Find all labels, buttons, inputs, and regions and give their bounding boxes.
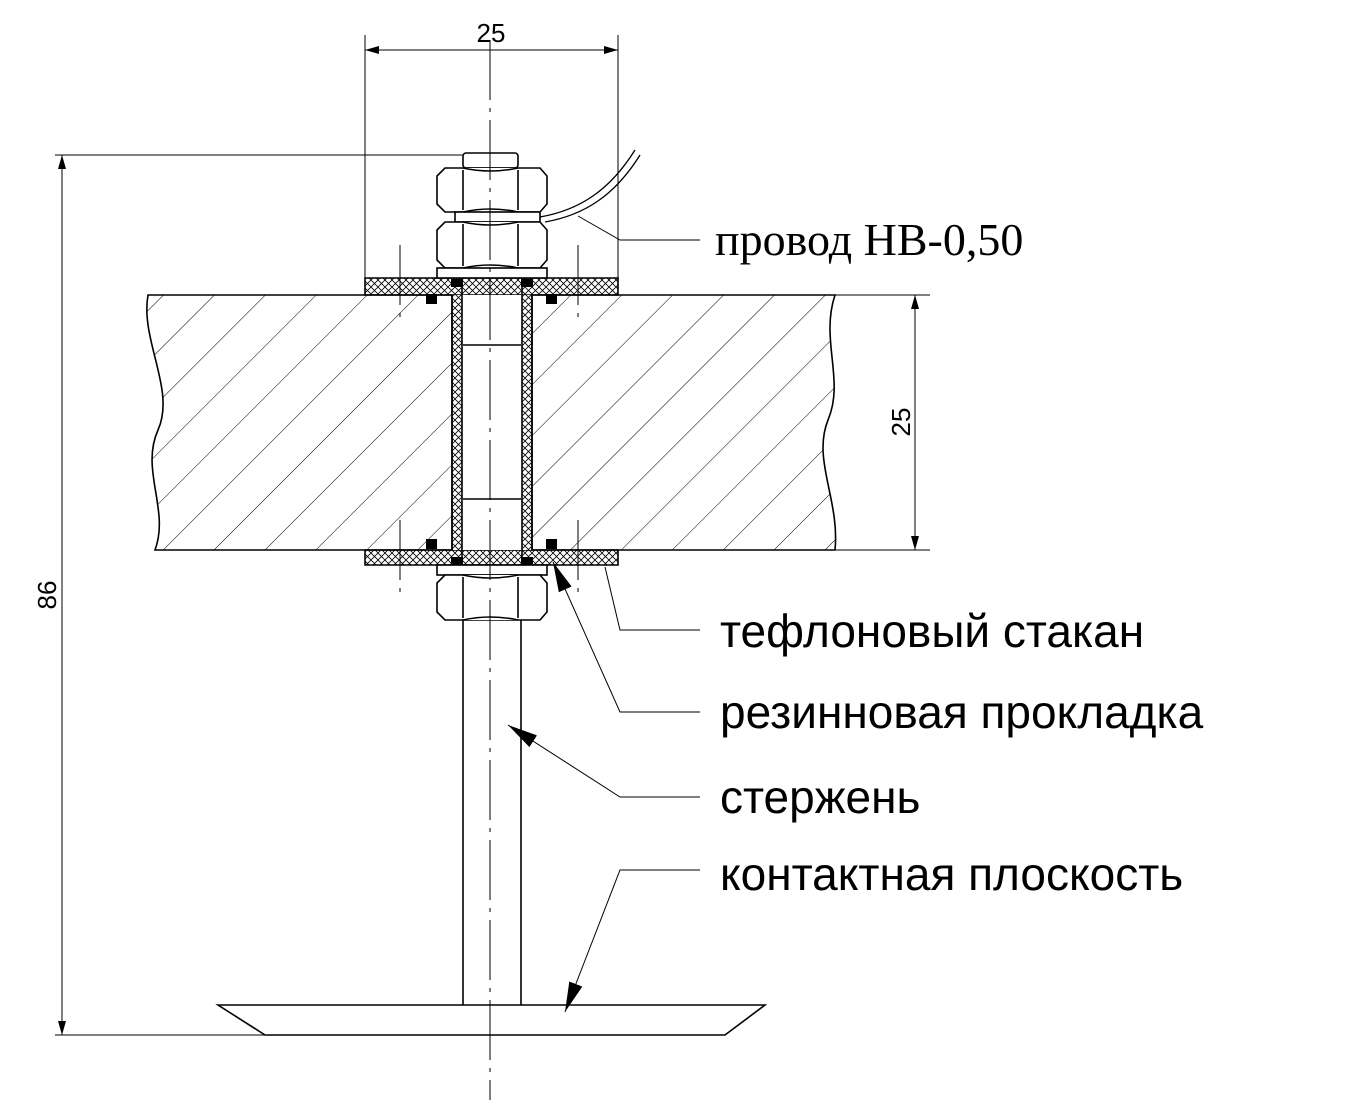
teflon-sleeve bbox=[364, 277, 619, 566]
lower-nut bbox=[436, 574, 548, 621]
rod bbox=[462, 620, 522, 1005]
dim-total-height: 86 bbox=[32, 581, 62, 610]
rubber-gaskets bbox=[426, 279, 557, 565]
centerlines bbox=[399, 40, 579, 1100]
dim-top-width: 25 bbox=[477, 18, 506, 48]
label-rubber-gasket: резинновая прокладка bbox=[720, 686, 1204, 738]
dim-plate-thickness: 25 bbox=[886, 408, 916, 437]
dimensions bbox=[55, 35, 930, 1036]
nut-spacer bbox=[454, 211, 541, 223]
wire bbox=[539, 149, 641, 223]
lower-washer bbox=[436, 564, 548, 576]
label-wire: провод НВ-0,50 bbox=[715, 214, 1023, 265]
upper-washer bbox=[436, 267, 548, 279]
label-contact-plane: контактная плоскость bbox=[720, 848, 1183, 900]
label-teflon-sleeve: тефлоновый стакан bbox=[720, 605, 1144, 657]
leaders bbox=[507, 215, 700, 1013]
lock-nut bbox=[436, 221, 548, 269]
contact-plate bbox=[215, 1004, 768, 1036]
upper-nut bbox=[436, 167, 548, 213]
label-rod: стержень bbox=[720, 771, 920, 823]
